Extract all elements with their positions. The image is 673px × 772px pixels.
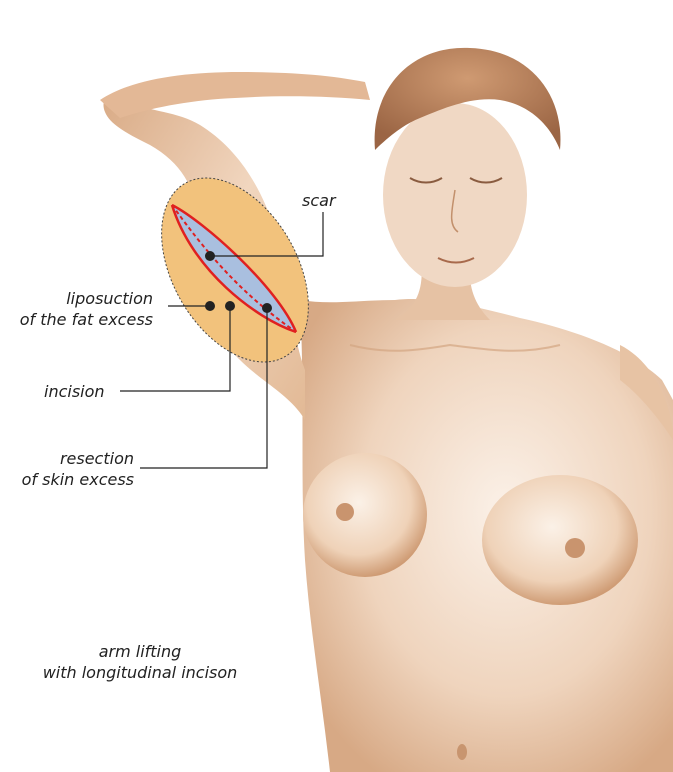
- forearm: [100, 72, 370, 118]
- scar-marker: [205, 251, 215, 261]
- left-nipple: [336, 503, 354, 521]
- resection-label-line2: of skin excess: [10, 469, 134, 490]
- incision-label-text: incision: [44, 381, 105, 402]
- face: [383, 103, 527, 287]
- resection-label-line1: resection: [10, 448, 134, 469]
- caption-line2: with longitudinal incison: [20, 662, 260, 683]
- scar-label: scar: [302, 190, 336, 211]
- right-breast: [482, 475, 638, 605]
- liposuction-marker: [205, 301, 215, 311]
- navel: [457, 744, 467, 760]
- scar-label-text: scar: [302, 190, 336, 211]
- caption: arm lifting with longitudinal incison: [20, 641, 260, 683]
- left-breast: [303, 453, 427, 577]
- caption-line1: arm lifting: [20, 641, 260, 662]
- resection-label: resection of skin excess: [10, 448, 134, 490]
- incision-label: incision: [44, 381, 105, 402]
- resection-marker: [262, 303, 272, 313]
- incision-marker: [225, 301, 235, 311]
- liposuction-label-line1: liposuction: [5, 288, 153, 309]
- liposuction-label: liposuction of the fat excess: [5, 288, 153, 330]
- liposuction-label-line2: of the fat excess: [5, 309, 153, 330]
- right-nipple: [565, 538, 585, 558]
